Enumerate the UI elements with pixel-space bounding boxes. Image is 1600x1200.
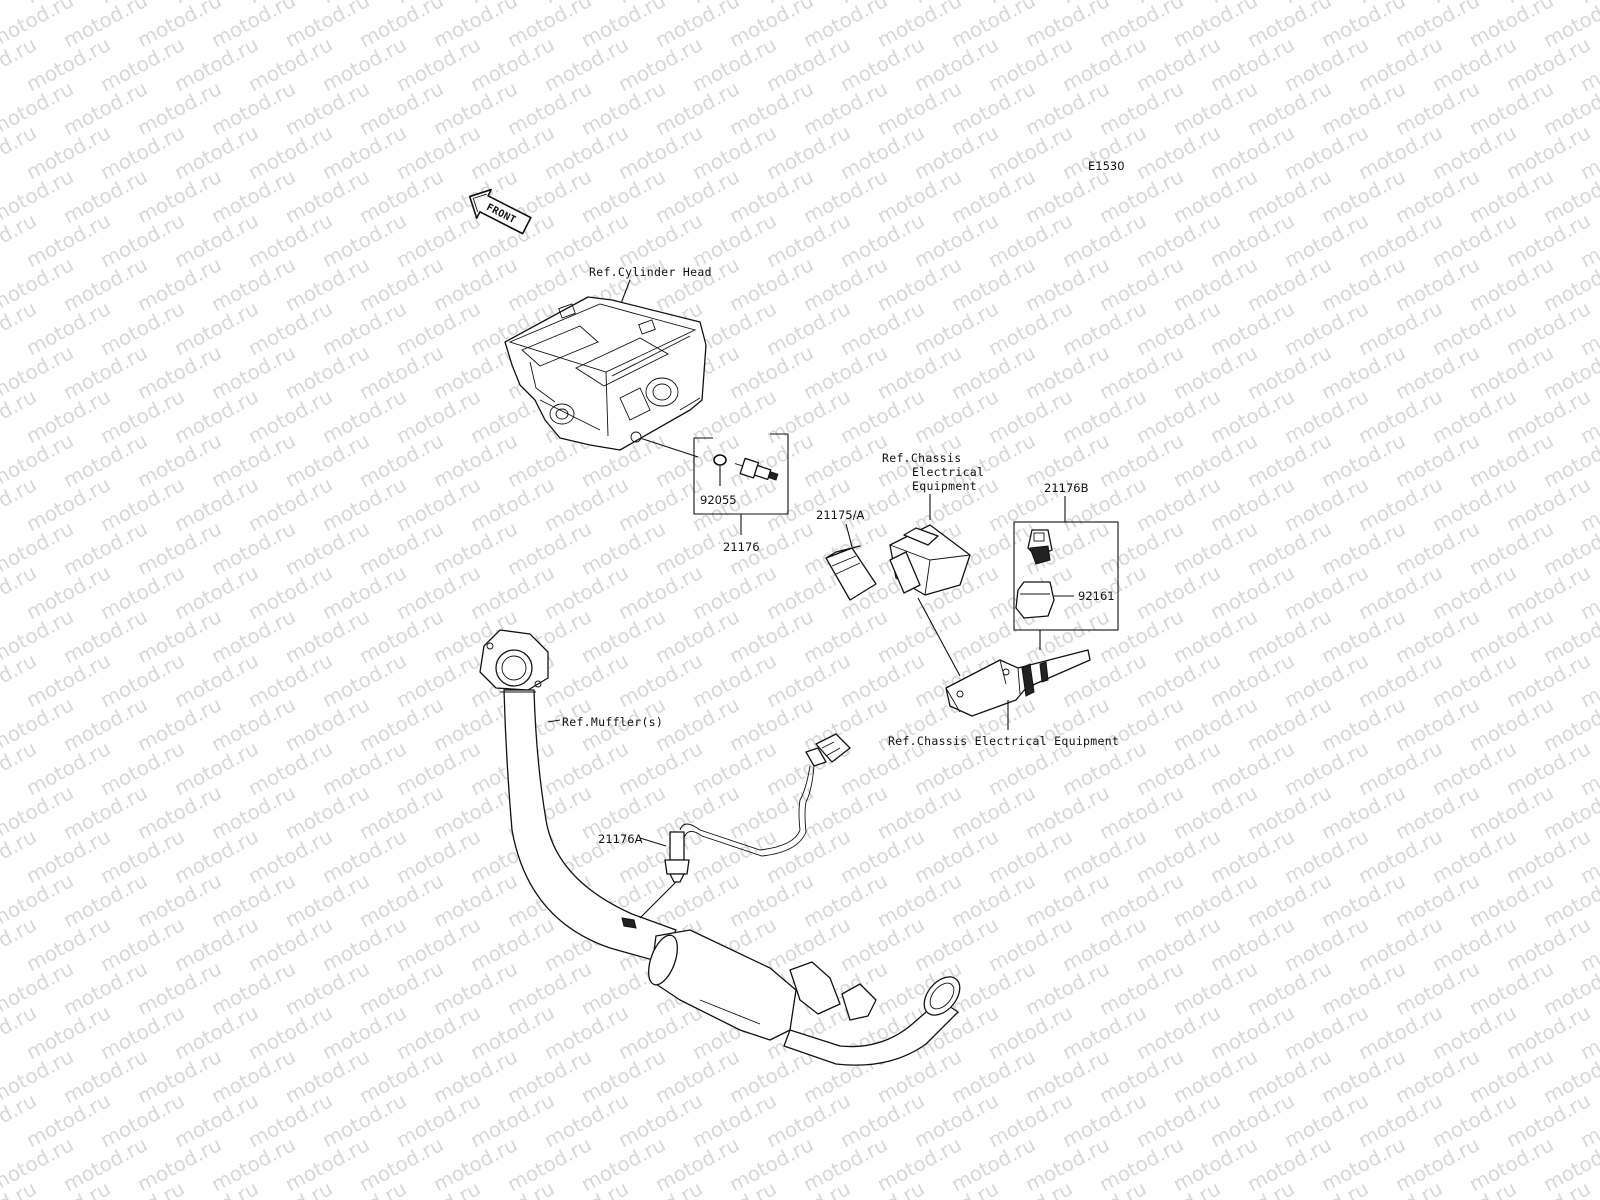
ref-muffler-label: Ref.Muffler(s)	[562, 715, 663, 729]
diagram-code: E1530	[1088, 159, 1125, 173]
chassis-bracket	[945, 649, 1091, 717]
ref-chassis-label-1: Ref.Chassis	[882, 451, 961, 465]
relay-21175a	[825, 545, 877, 601]
watermark-text: motod.ru	[1576, 0, 1600, 8]
cylinder-head-drawing	[504, 296, 707, 451]
part-21176-label: 21176	[723, 540, 760, 554]
ref-cylinder-head-label: Ref.Cylinder Head	[589, 265, 712, 279]
part-92161-label: 92161	[1078, 589, 1115, 603]
ref-chassis-label-3: Equipment	[912, 479, 977, 493]
exhaust-pipe-drawing	[479, 629, 961, 1066]
part-21176b-label: 21176B	[1044, 481, 1089, 495]
ref-chassis-label-2: Electrical	[912, 465, 984, 479]
ref-chassis-electrical-equipment-label: Ref.Chassis Electrical Equipment	[888, 734, 1119, 748]
water-temp-sensor-21176	[734, 457, 779, 481]
o-ring-92055	[713, 454, 727, 466]
relay-92161	[1015, 581, 1055, 619]
part-92055-label: 92055	[700, 493, 737, 507]
oxygen-sensor-21176a	[664, 733, 851, 883]
relay-holder	[889, 524, 971, 596]
sensor-21176b	[1027, 529, 1053, 565]
part-21175a-label: 21175/A	[816, 508, 864, 522]
part-21176a-label: 21176A	[598, 832, 643, 846]
